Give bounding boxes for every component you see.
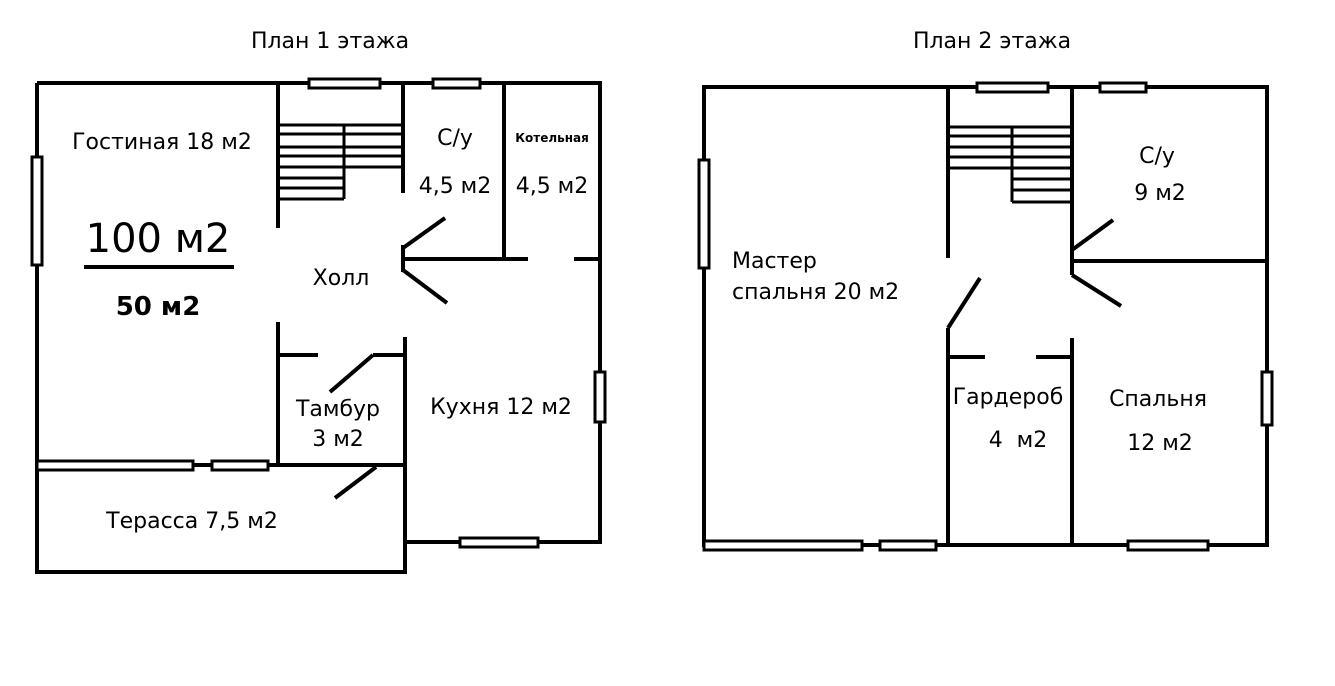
room-vestibule-name: Тамбур bbox=[295, 397, 380, 422]
room-living: Гостиная 18 м2 bbox=[72, 130, 252, 155]
room-boiler-name: Котельная bbox=[515, 131, 589, 145]
room-wardrobe-name: Гардероб bbox=[953, 385, 1064, 410]
plan-2-title: План 2 этажа bbox=[913, 29, 1071, 54]
room-wc-2-name: С/у bbox=[1139, 144, 1175, 169]
plan-2-walls bbox=[702, 85, 1269, 547]
room-wc-2-area: 9 м2 bbox=[1134, 181, 1186, 206]
room-bedroom-area: 12 м2 bbox=[1127, 431, 1193, 456]
room-kitchen: Кухня 12 м2 bbox=[430, 395, 572, 420]
plan-1-windows bbox=[30, 77, 607, 549]
total-area: 100 м2 bbox=[86, 216, 231, 262]
room-wc-1-area: 4,5 м2 bbox=[419, 174, 492, 199]
room-vestibule-area: 3 м2 bbox=[312, 427, 364, 452]
room-hall: Холл bbox=[313, 266, 370, 291]
room-master-line2: спальня 20 м2 bbox=[732, 280, 899, 305]
plan-2-stairs bbox=[948, 125, 1072, 204]
room-boiler-area: 4,5 м2 bbox=[516, 174, 589, 199]
plan-2-windows bbox=[697, 81, 1274, 552]
floor-area: 50 м2 bbox=[116, 292, 201, 322]
room-master-line1: Мастер bbox=[732, 249, 817, 274]
plan-1-title: План 1 этажа bbox=[251, 29, 409, 54]
room-wc-1-name: С/у bbox=[437, 126, 473, 151]
plan-1-stairs bbox=[278, 123, 403, 201]
room-wardrobe-area: 4 м2 bbox=[989, 428, 1048, 453]
room-bedroom-name: Спальня bbox=[1109, 387, 1207, 412]
room-terrace: Терасса 7,5 м2 bbox=[105, 509, 278, 534]
